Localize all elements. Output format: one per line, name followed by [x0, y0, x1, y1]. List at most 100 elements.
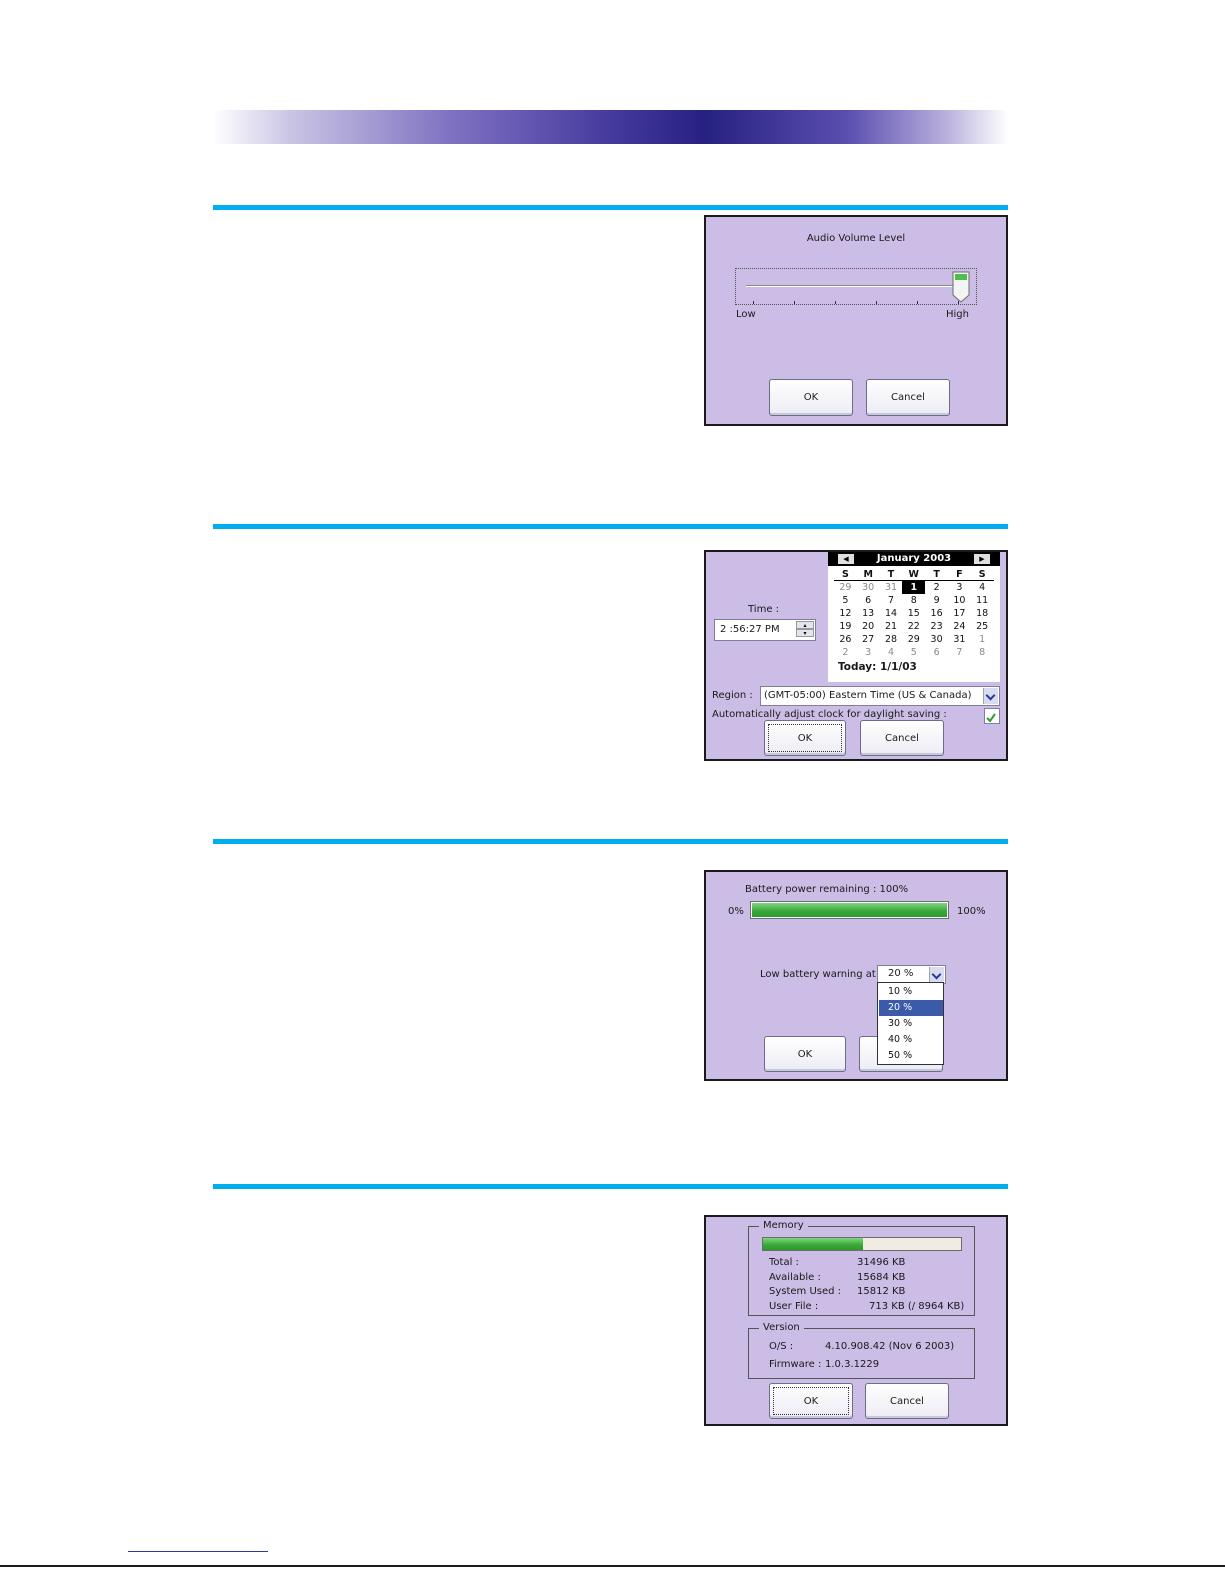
calendar-day[interactable]: 1: [979, 634, 986, 645]
memory-available-label: Available :: [769, 1272, 821, 1283]
calendar-day[interactable]: 29: [907, 634, 920, 645]
low-battery-value: 20 %: [888, 968, 914, 979]
memory-system-value: 15812 KB: [857, 1286, 906, 1297]
calendar-day[interactable]: 3: [865, 647, 872, 658]
slider-thumb[interactable]: [952, 271, 970, 303]
dst-checkbox[interactable]: [984, 708, 1000, 724]
calendar-day[interactable]: 12: [839, 608, 852, 619]
ok-button[interactable]: OK: [764, 720, 846, 756]
calendar-day[interactable]: 31: [884, 582, 898, 593]
cancel-button[interactable]: Cancel: [865, 1383, 949, 1419]
calendar-day[interactable]: 8: [979, 647, 986, 658]
memory-total-label: Total :: [769, 1257, 799, 1268]
month-title: January 2003: [876, 553, 952, 564]
today-label[interactable]: Today: 1/1/03: [838, 661, 917, 673]
calendar-day[interactable]: 24: [953, 621, 966, 632]
calendar-day-selected[interactable]: 1: [902, 581, 926, 594]
cancel-button[interactable]: Cancel: [860, 720, 944, 756]
calendar-day[interactable]: 16: [930, 608, 943, 619]
dst-label: Automatically adjust clock for daylight …: [712, 709, 947, 720]
footer-link-underline: [128, 1551, 268, 1552]
calendar-day[interactable]: 4: [887, 647, 895, 658]
calendar-day[interactable]: 7: [956, 647, 963, 658]
ok-button[interactable]: OK: [769, 379, 853, 416]
ok-button[interactable]: OK: [769, 1383, 853, 1419]
calendar-day[interactable]: 9: [933, 595, 940, 606]
calendar-day[interactable]: 30: [862, 582, 875, 593]
chevron-down-icon[interactable]: [929, 967, 944, 982]
weekday-header: S: [970, 568, 994, 581]
calendar-day[interactable]: 5: [910, 647, 917, 658]
os-value: 4.10.908.42 (Nov 6 2003): [825, 1341, 955, 1352]
calendar-day[interactable]: 19: [839, 621, 852, 632]
calendar-day[interactable]: 7: [887, 595, 895, 606]
low-battery-label: Low battery warning at: [760, 969, 876, 980]
calendar-day[interactable]: 26: [839, 634, 852, 645]
time-input[interactable]: 2 :56:27 PM ▴ ▾: [714, 619, 816, 641]
section-rule-power: [213, 839, 1008, 844]
chevron-down-icon[interactable]: [983, 688, 998, 704]
cancel-button[interactable]: Cancel: [866, 379, 950, 416]
calendar-day[interactable]: 2: [842, 647, 849, 658]
calendar-day[interactable]: 23: [930, 621, 943, 632]
ok-button[interactable]: OK: [764, 1036, 846, 1072]
calendar-week: 5 6 7 8 9 10 11: [834, 594, 994, 607]
calendar-day[interactable]: 28: [884, 634, 898, 645]
dropdown-option[interactable]: 50 %: [888, 1050, 913, 1061]
calendar-day[interactable]: 15: [907, 608, 920, 619]
dropdown-option[interactable]: 30 %: [888, 1018, 913, 1029]
section-rule-info: [213, 1184, 1008, 1189]
calendar-day[interactable]: 29: [839, 582, 852, 593]
calendar-day[interactable]: 22: [907, 621, 920, 632]
battery-progress-bar: [750, 901, 949, 919]
memory-legend: Memory: [759, 1220, 808, 1231]
calendar-day[interactable]: 10: [953, 595, 966, 606]
calendar-day[interactable]: 6: [865, 595, 872, 606]
calendar-day[interactable]: 18: [976, 608, 989, 619]
system-info-dialog: Memory Total : 31496 KB Available : 1568…: [704, 1215, 1008, 1426]
memory-system-label: System Used :: [769, 1286, 842, 1297]
calendar-day[interactable]: 21: [884, 621, 898, 632]
checkmark-icon: [986, 713, 996, 723]
time-down-icon[interactable]: ▾: [796, 629, 814, 637]
footer-rule: [0, 1565, 1225, 1567]
calendar-day[interactable]: 2: [933, 582, 940, 593]
time-up-icon[interactable]: ▴: [796, 621, 814, 629]
calendar-day[interactable]: 8: [910, 595, 917, 606]
high-label: High: [946, 309, 969, 320]
calendar-day[interactable]: 6: [933, 647, 940, 658]
prev-month-icon[interactable]: ◀: [838, 554, 854, 564]
calendar-week: 12 13 14 15 16 17 18: [834, 607, 994, 620]
calendar-day[interactable]: 30: [930, 634, 943, 645]
weekday-header: W: [902, 568, 926, 581]
calendar-day[interactable]: 13: [862, 608, 875, 619]
battery-max-label: 100%: [957, 906, 986, 917]
dropdown-option[interactable]: 40 %: [888, 1034, 913, 1045]
calendar-day[interactable]: 11: [976, 595, 989, 606]
dropdown-option[interactable]: 10 %: [888, 986, 913, 997]
region-value: (GMT-05:00) Eastern Time (US & Canada): [764, 690, 972, 701]
battery-remaining-label: Battery power remaining : 100%: [745, 884, 909, 895]
slider-track: [746, 285, 968, 287]
volume-slider[interactable]: [735, 268, 977, 305]
calendar-day[interactable]: 20: [862, 621, 875, 632]
calendar-day[interactable]: 25: [976, 621, 989, 632]
region-label: Region :: [712, 690, 753, 701]
next-month-icon[interactable]: ▶: [974, 554, 990, 564]
calendar-day[interactable]: 3: [956, 582, 963, 593]
dropdown-option-selected[interactable]: 20 %: [879, 1000, 943, 1016]
calendar-day[interactable]: 14: [884, 608, 898, 619]
weekday-header: F: [947, 568, 971, 581]
low-battery-dropdown-list: 10 % 20 % 30 % 40 % 50 %: [877, 982, 944, 1065]
calendar-day[interactable]: 31: [953, 634, 966, 645]
calendar-day[interactable]: 4: [979, 582, 986, 593]
calendar-day[interactable]: 27: [862, 634, 875, 645]
calendar-day[interactable]: 17: [953, 608, 966, 619]
region-select[interactable]: (GMT-05:00) Eastern Time (US & Canada): [760, 686, 1000, 706]
calendar-week: 19 20 21 22 23 24 25: [834, 620, 994, 633]
calendar-day[interactable]: 5: [842, 595, 849, 606]
